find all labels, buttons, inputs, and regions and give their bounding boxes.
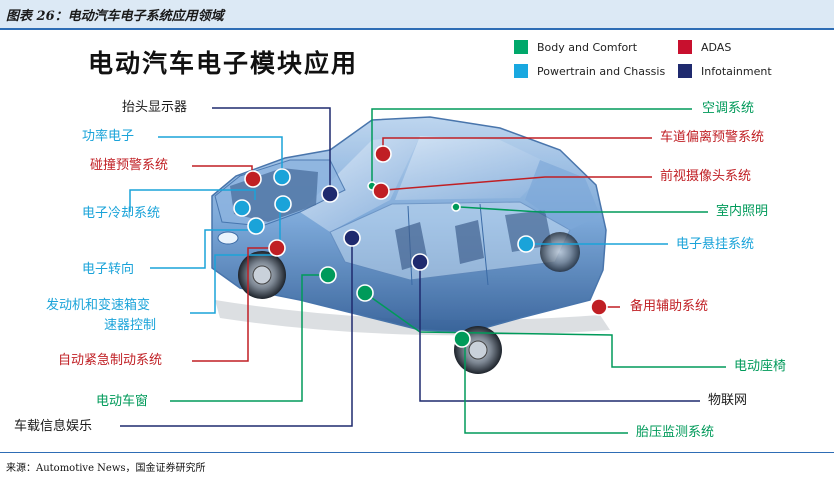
label-power-electronics: 功率电子 [82,129,135,144]
footer: 来源：Automotive News，国金证券研究所 [0,452,834,479]
marker-interior-lighting [451,202,461,212]
label-collision-warning: 碰撞预警系统 [90,158,169,173]
legend-swatch-navy [678,64,692,78]
markers [233,145,608,348]
marker-infotainment [343,229,361,247]
legend-adas: ADAS [678,40,731,54]
marker-power-electronics [273,168,291,186]
label-auto-emergency-brake: 自动紧急制动系统 [58,353,163,368]
legend-body-comfort: Body and Comfort [514,40,637,54]
legend-swatch-green [514,40,528,54]
leader-head-up-display [212,107,331,193]
marker-engine-transmission [274,195,292,213]
legend-swatch-red [678,40,692,54]
header-bar: 图表 26：电动汽车电子系统应用领域 [0,0,834,30]
label-head-up-display: 抬头显示器 [122,100,188,115]
legend-infotainment: Infotainment [678,64,772,78]
label-front-camera: 前视摄像头系统 [660,169,752,184]
door-line [479,203,489,286]
leader-auto-brake [192,247,276,362]
label-electronic-steering: 电子转向 [82,262,135,277]
legend-swatch-blue [514,64,528,78]
label-backup-assist: 备用辅助系统 [630,299,709,314]
label-electronic-suspension: 电子悬挂系统 [676,237,755,252]
marker-backup-assist [590,298,608,316]
marker-iot [411,253,429,271]
leader-tire-pressure [464,339,628,434]
car-shadow [215,300,610,336]
marker-tire-pressure [453,330,471,348]
label-interior-lighting: 室内照明 [716,204,769,219]
leader-electronic-cooling [129,189,256,212]
legend-label: Infotainment [701,64,772,78]
label-infotainment: 车载信息娱乐 [14,419,93,434]
leader-air-conditioning [371,108,692,185]
diagram-title: 电动汽车电子模块应用 [88,49,359,78]
label-electronic-cooling: 电子冷却系统 [82,206,161,221]
leader-iot [419,262,700,402]
rear-seat [505,210,552,252]
leader-interior-lighting [459,206,708,213]
label-tire-pressure: 胎压监测系统 [636,425,715,440]
leader-engine-transmission [190,205,281,314]
legend-label: Body and Comfort [537,40,638,54]
marker-collision-warning [244,170,262,188]
label-air-conditioning: 空调系统 [702,101,755,116]
leader-power-seat [364,292,726,368]
windshield [300,136,420,232]
roof-glass [395,136,552,200]
legend-powertrain: Powertrain and Chassis [514,64,665,78]
leader-front-camera [384,176,652,191]
leader-electronic-steering [150,229,255,269]
marker-power-window [319,266,337,284]
seat [455,220,484,264]
rear-wheel-far [540,232,580,272]
marker-front-camera [372,182,390,200]
marker-power-seat [356,284,374,302]
source-note: 来源：Automotive News，国金证券研究所 [6,463,206,474]
label-iot: 物联网 [708,393,748,408]
leader-power-electronics [158,136,283,175]
legend-label: Powertrain and Chassis [537,64,666,78]
leader-infotainment [120,238,353,427]
label-engine-transmission-line2: 速器控制 [104,318,157,333]
headlight [217,231,239,245]
figure-caption: 图表 26：电动汽车电子系统应用领域 [6,9,224,24]
label-engine-transmission-line1: 发动机和变速箱变 [46,298,151,313]
marker-lane-departure [374,145,392,163]
marker-electronic-suspension [517,235,535,253]
label-lane-departure: 车道偏离预警系统 [660,130,765,145]
marker-electronic-steering [247,217,265,235]
rear-wheel-hub [468,340,488,360]
label-power-seat: 电动座椅 [734,359,787,374]
label-power-window: 电动车窗 [96,394,149,409]
marker-head-up-display [321,185,339,203]
leader-power-window [170,274,328,402]
front-wheel-hub [252,265,272,285]
marker-electronic-cooling [233,199,251,217]
legend-label: ADAS [701,40,732,54]
marker-auto-brake [268,239,286,257]
